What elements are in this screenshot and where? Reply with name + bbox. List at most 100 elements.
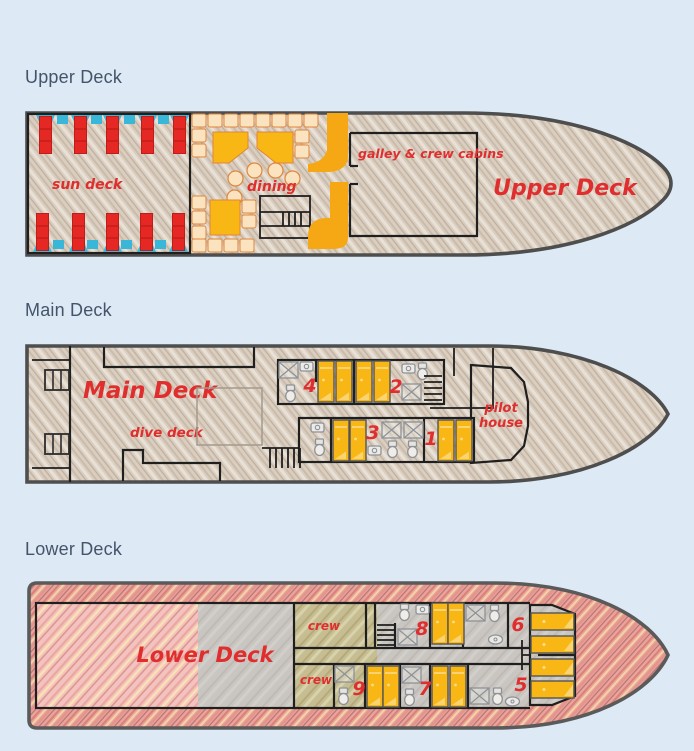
shower-icon: [381, 421, 402, 439]
seat-icon: [191, 143, 207, 158]
stairs-icon: [377, 624, 395, 646]
towel-icon: [53, 240, 64, 249]
cabin-8-number: 8: [415, 618, 428, 640]
engine-room-area: [37, 604, 198, 707]
toilet-icon: [338, 687, 349, 706]
cabin-1-number: 1: [424, 428, 437, 450]
upper-deck-name-label: Upper Deck: [493, 176, 638, 201]
seat-icon: [223, 238, 239, 253]
shower-icon: [403, 421, 424, 439]
seat-icon: [241, 199, 257, 214]
cabin-7-number: 7: [418, 678, 432, 700]
bed-icon: [530, 635, 575, 654]
seat-icon: [294, 129, 310, 144]
cabin-9-number: 9: [352, 678, 365, 700]
lower-row-top: 8 6: [377, 602, 525, 646]
main-deck-name-label: Main Deck: [83, 378, 219, 404]
shower-icon: [401, 383, 422, 401]
bed-icon: [447, 602, 465, 645]
shower-icon: [397, 628, 418, 646]
lower-deck-heading: Lower Deck: [25, 539, 123, 559]
seat-icon: [239, 113, 255, 128]
stairs-icon: [424, 375, 442, 401]
bed-icon: [449, 665, 467, 708]
interior-area: [198, 604, 294, 707]
bed-icon: [366, 665, 384, 708]
lower-deck-plan: Lower Deck crew crew: [27, 581, 670, 730]
seat-icon: [223, 113, 239, 128]
dining-table: [212, 131, 249, 164]
stairs-icon: [259, 195, 311, 239]
bed-icon: [332, 419, 350, 462]
toilet-icon: [492, 687, 503, 706]
seat-icon: [191, 113, 207, 128]
pilot-house-label: pilot: [483, 401, 518, 416]
seat-icon: [271, 113, 287, 128]
seat-icon: [191, 195, 207, 210]
bed-icon: [431, 602, 449, 645]
dive-deck-label: dive deck: [130, 425, 204, 441]
bed-icon: [355, 360, 373, 403]
lobby-wall: [430, 348, 494, 409]
cabin-row-bottom: 3 1: [297, 416, 476, 464]
bed-icon: [437, 419, 455, 462]
companionway-corridor: [308, 113, 348, 249]
stool-icon: [267, 162, 284, 179]
seat-icon: [294, 144, 310, 159]
towel-icon: [155, 240, 166, 249]
shower-icon: [465, 604, 486, 622]
toilet-icon: [489, 604, 500, 623]
seat-icon: [241, 214, 257, 229]
dining-table: [256, 131, 294, 164]
cabin-6-number: 6: [511, 614, 524, 636]
seat-icon: [239, 238, 255, 253]
toilet-icon: [285, 384, 296, 403]
seat-icon: [207, 113, 223, 128]
bed-icon: [382, 665, 400, 708]
cabin-2-number: 2: [389, 376, 402, 398]
main-hull: [25, 344, 671, 484]
galley-label: galley & crew cabins: [358, 146, 504, 161]
bow-cabins: [521, 603, 577, 707]
galley-room: galley & crew cabins: [348, 131, 504, 238]
deck-locker: [102, 347, 256, 369]
seat-icon: [191, 210, 207, 225]
bed-icon: [530, 612, 575, 631]
lower-deck-name-label: Lower Deck: [136, 643, 275, 667]
toilet-icon: [404, 688, 415, 707]
sink-icon: [367, 445, 382, 456]
seat-icon: [287, 113, 303, 128]
towel-icon: [124, 115, 135, 124]
sink-icon: [299, 361, 314, 372]
cabin-row-top: 4 2: [276, 358, 446, 406]
crew-cabin-top-label: crew: [308, 619, 341, 633]
seat-icon: [191, 238, 207, 253]
stool-icon: [227, 170, 244, 187]
towel-icon: [121, 240, 132, 249]
bed-icon: [455, 419, 473, 462]
toilet-icon: [399, 603, 410, 622]
deck-hatch: [196, 387, 263, 446]
crew-cabin-bottom-label: crew: [300, 673, 333, 687]
pilot-house: pilot house: [469, 363, 530, 465]
swim-platform: [32, 346, 72, 482]
pilot-house-label: house: [479, 416, 523, 431]
towel-icon: [87, 240, 98, 249]
toilet-icon: [314, 438, 325, 457]
seat-icon: [191, 225, 207, 240]
lower-walls: [294, 601, 530, 710]
sink-icon: [504, 696, 521, 707]
bed-icon: [317, 360, 335, 403]
cabin-4-number: 4: [302, 375, 316, 397]
main-deck-heading: Main Deck: [25, 300, 112, 320]
bed-icon: [349, 419, 367, 462]
shower-icon: [278, 361, 299, 379]
bed-icon: [431, 665, 449, 708]
upper-deck-plan: sun deck: [25, 111, 673, 257]
cabin-5-number: 5: [514, 674, 527, 696]
dining-area: dining: [191, 113, 319, 253]
sink-icon: [487, 634, 504, 645]
dive-deck-steps: [121, 448, 222, 481]
seat-icon: [207, 238, 223, 253]
